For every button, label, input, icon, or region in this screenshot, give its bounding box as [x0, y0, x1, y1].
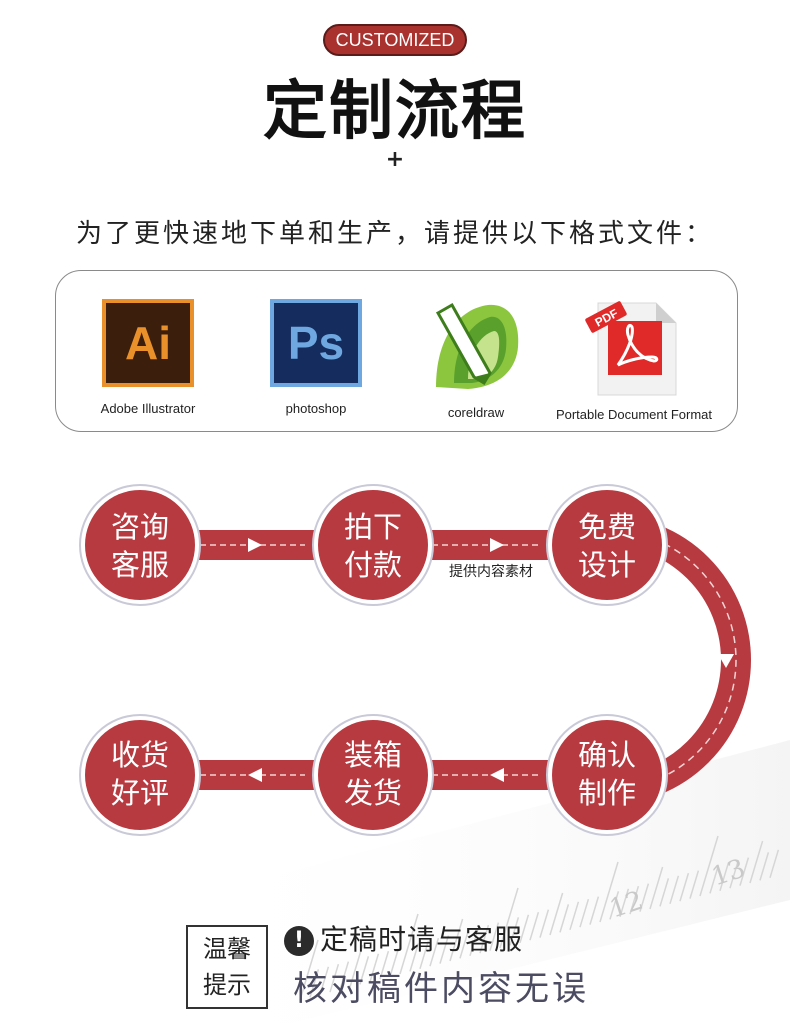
- tip-text-primary: 定稿时请与客服: [320, 923, 524, 956]
- ruler-tick: [769, 849, 780, 879]
- step-node: [85, 720, 195, 830]
- step-consult-service: 咨询客服: [110, 510, 169, 582]
- ruler-tick: [759, 852, 770, 881]
- ruler-tick: [549, 892, 564, 936]
- ruler-tick: [439, 935, 450, 964]
- ruler-tick: [539, 909, 550, 938]
- ruler-tick: [519, 914, 530, 944]
- format-label: photoshop: [285, 401, 347, 416]
- ruler-tick: [579, 898, 590, 928]
- ruler-tick: [359, 956, 370, 985]
- ruler-tick: [599, 861, 619, 923]
- step-order-payment: 拍下付款: [343, 510, 402, 582]
- ruler-tick: [499, 887, 519, 949]
- provide-materials-note: 提供内容素材: [449, 564, 533, 580]
- ruler-tick: [529, 911, 540, 941]
- ruler-tick: [509, 917, 520, 946]
- ruler-tick: [679, 872, 690, 902]
- file-format-instruction: 为了更快速地下单和生产，请提供以下格式文件：: [75, 219, 714, 249]
- format-coreldraw: coreldraw: [396, 299, 556, 420]
- ruler-tick: [409, 943, 420, 972]
- ruler-tick: [369, 953, 380, 983]
- file-format-panel: Ai Adobe Illustrator Ps photoshop coreld…: [55, 270, 738, 432]
- ruler-tick: [299, 939, 319, 1001]
- ruler-tick: [309, 969, 320, 998]
- exclamation-icon: !: [284, 926, 314, 956]
- ruler-tick: [419, 940, 430, 970]
- ruler-tick: [629, 885, 640, 915]
- ruler-tick: [589, 896, 600, 925]
- step-pack-ship: 装箱发货: [343, 738, 402, 810]
- ruler-tick: [749, 840, 764, 884]
- step-node: [552, 720, 662, 830]
- step-node: [552, 490, 662, 600]
- pdf-icon: PDF: [585, 301, 677, 396]
- ruler-tick: [669, 875, 680, 905]
- adobe-illustrator-icon: Ai: [102, 299, 194, 387]
- ruler-tick: [619, 888, 630, 918]
- ruler-tick: [739, 857, 750, 886]
- ruler-tick: [329, 963, 340, 993]
- ruler-tick: [729, 859, 740, 889]
- ruler-tick: [489, 922, 500, 951]
- photoshop-icon: Ps: [270, 299, 362, 387]
- step-node: [318, 720, 428, 830]
- plus-sign: +: [385, 147, 405, 172]
- format-illustrator: Ai Adobe Illustrator: [68, 299, 228, 416]
- step-node: [85, 490, 195, 600]
- ruler-tick: [429, 937, 440, 967]
- ruler-tick: [389, 948, 400, 977]
- ruler-tick: [639, 883, 650, 912]
- customized-badge: CUSTOMIZED: [323, 24, 467, 56]
- step-node: [318, 490, 428, 600]
- format-label: Adobe Illustrator: [100, 401, 196, 416]
- step-confirm-production: 确认制作: [577, 738, 636, 810]
- page-title: 定制流程: [263, 75, 527, 149]
- tip-text-secondary: 核对稿件内容无误: [293, 969, 589, 1009]
- ruler-tick: [449, 918, 464, 962]
- tip-label-box: 温馨提示: [186, 925, 268, 1009]
- ruler-tick: [649, 866, 664, 910]
- ruler-tick: [719, 862, 730, 892]
- format-label: coreldraw: [447, 405, 505, 420]
- ruler-tick: [609, 891, 620, 920]
- ruler-tick: [569, 901, 580, 931]
- ruler-tick: [559, 904, 570, 933]
- format-pdf: PDF Portable Document Format: [554, 299, 714, 422]
- step-free-design: 免费设计: [577, 510, 636, 582]
- ruler-tick: [479, 924, 490, 954]
- step-receive-review: 收货好评: [110, 738, 169, 810]
- ruler-tick: [689, 870, 700, 899]
- ruler-tick: [659, 878, 670, 907]
- ruler-tick: [709, 865, 720, 894]
- ruler-tick: [319, 966, 330, 996]
- ruler-tick: [379, 950, 390, 980]
- ruler-tick: [459, 930, 470, 959]
- ruler-tick: [339, 961, 350, 990]
- coreldraw-icon: [435, 302, 519, 389]
- ruler-tick: [349, 944, 364, 988]
- ruler-tick: [399, 913, 419, 975]
- ruler-tick: [699, 835, 719, 897]
- format-label: Portable Document Format: [555, 407, 713, 422]
- format-photoshop: Ps photoshop: [236, 299, 396, 416]
- ruler-tick: [469, 927, 480, 957]
